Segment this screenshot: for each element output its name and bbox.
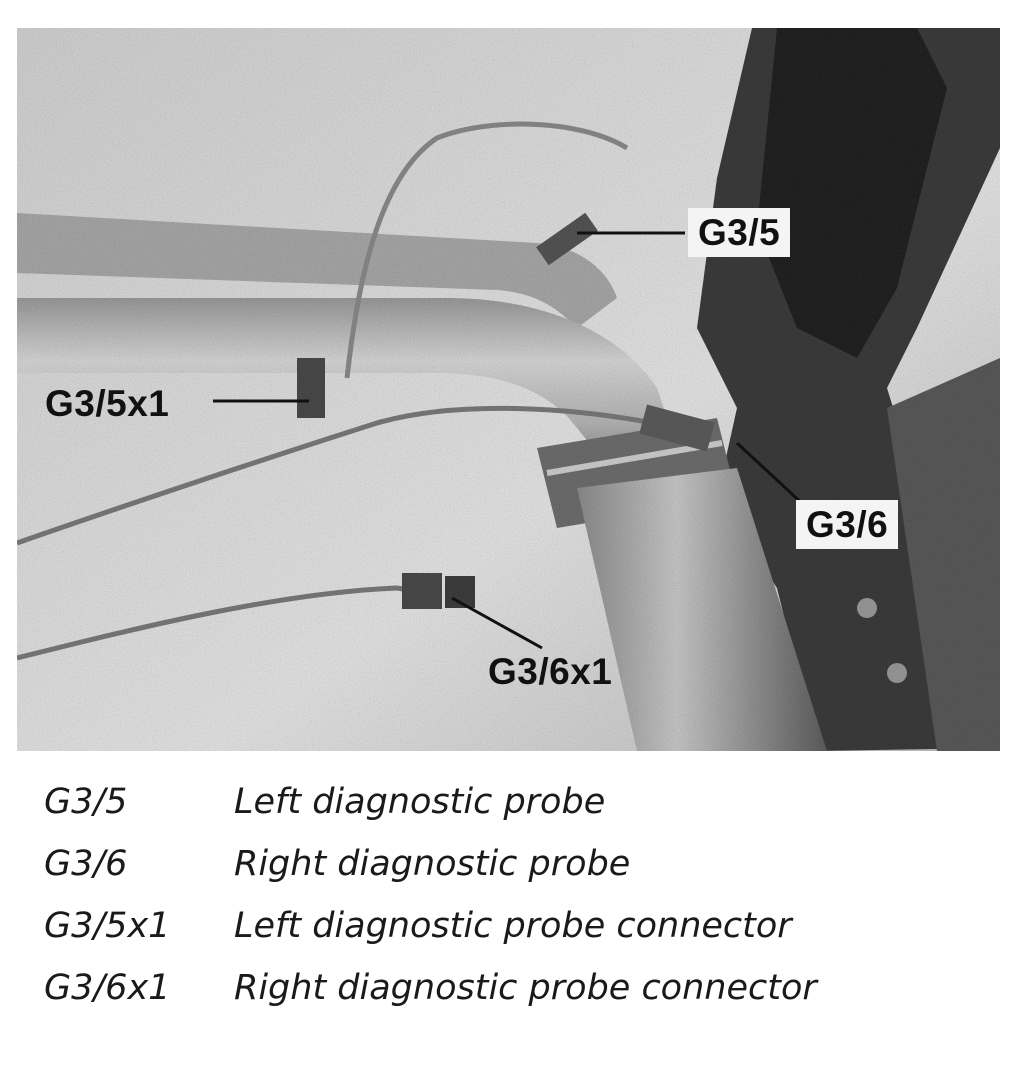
legend-row: G3/5 Left diagnostic probe: [44, 782, 1004, 844]
leader-g3-6x1: [451, 596, 543, 650]
callout-g3-6x1: G3/6x1: [488, 651, 613, 692]
legend-row: G3/6x1 Right diagnostic probe connector: [44, 968, 1004, 1030]
legend-description: Right diagnostic probe connector: [234, 968, 817, 1008]
legend-description: Left diagnostic probe: [234, 782, 606, 822]
legend-code: G3/6x1: [44, 968, 171, 1008]
legend: G3/5 Left diagnostic probe G3/6 Right di…: [44, 782, 1004, 1030]
leader-g3-6: [735, 441, 809, 510]
legend-description: Left diagnostic probe connector: [234, 906, 792, 946]
callout-g3-6: G3/6: [796, 500, 899, 549]
legend-code: G3/5x1: [44, 906, 171, 946]
callout-g3-5x1: G3/5x1: [45, 383, 170, 424]
legend-row: G3/6 Right diagnostic probe: [44, 844, 1004, 906]
callout-g3-5: G3/5: [688, 208, 791, 257]
legend-row: G3/5x1 Left diagnostic probe connector: [44, 906, 1004, 968]
legend-description: Right diagnostic probe: [234, 844, 631, 884]
exhaust-photo: [17, 28, 1000, 751]
legend-code: G3/6: [44, 844, 128, 884]
legend-code: G3/5: [44, 782, 128, 822]
